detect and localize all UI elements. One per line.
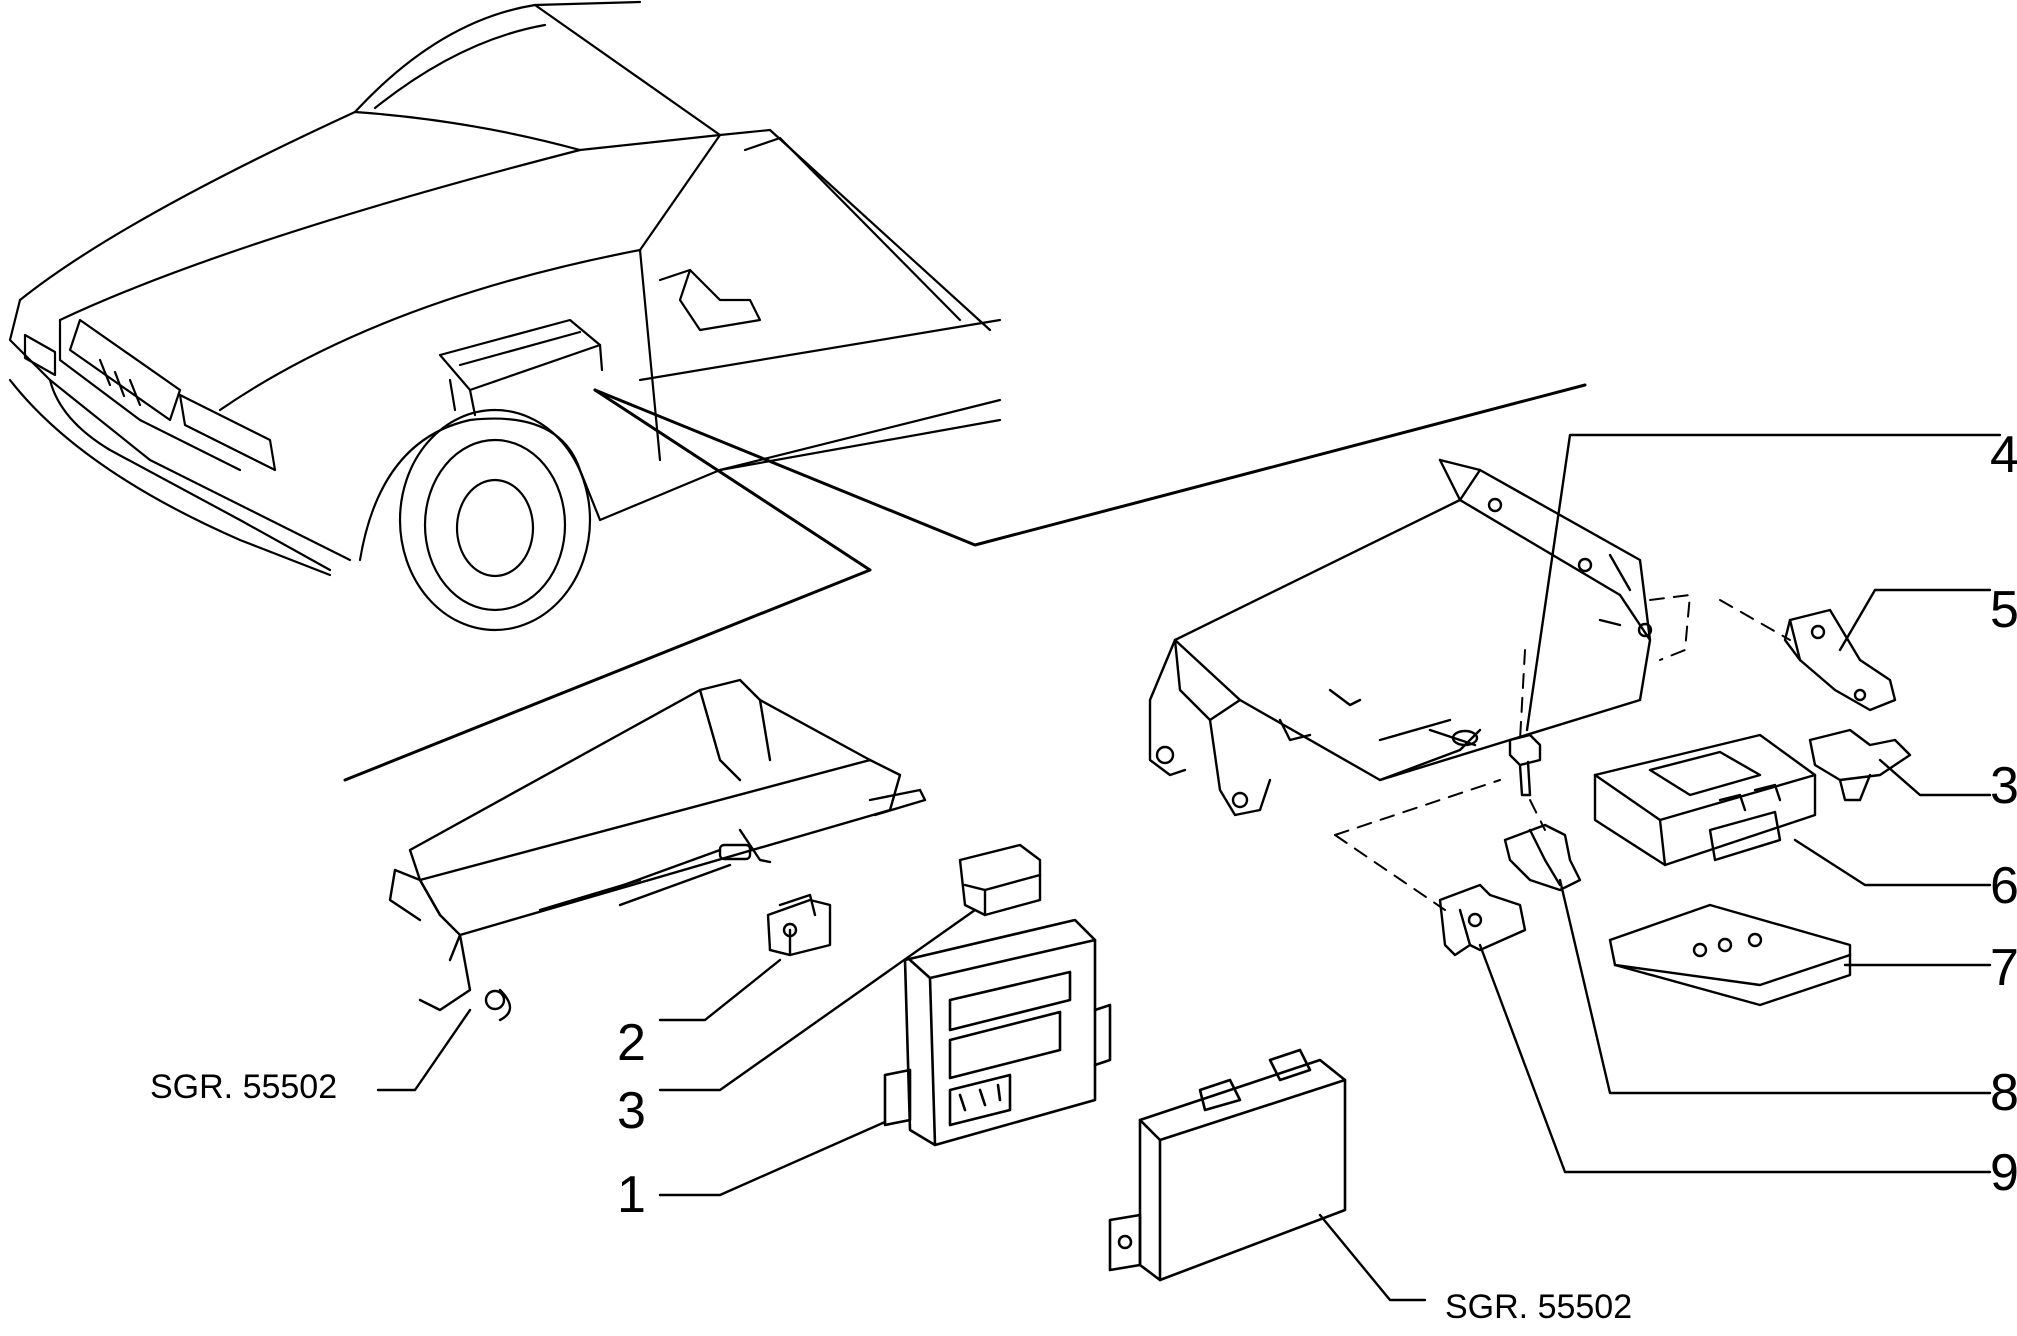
- bracket-part-5: [1783, 608, 1897, 712]
- reference-sgr-bottom: SGR. 55502: [1445, 1288, 1632, 1326]
- callout-2: 2: [617, 1014, 646, 1072]
- callout-4: 4: [1990, 426, 2017, 484]
- reference-sgr-left: SGR. 55502: [150, 1068, 337, 1106]
- bracket-part-8: [1503, 823, 1582, 892]
- detail-pointer-lines: [343, 383, 1587, 782]
- ecu-control-unit: [883, 918, 1112, 1147]
- car-illustration: [8, 0, 1002, 632]
- callout-leader-lines: [376, 433, 2002, 1302]
- plate-part-7: [1608, 903, 1852, 1007]
- bolt-part-4: [1508, 733, 1542, 797]
- callout-3-right: 3: [1990, 757, 2017, 815]
- callout-6: 6: [1990, 857, 2017, 915]
- bracket-part-9: [1438, 883, 1527, 957]
- ecu-cover: [1108, 1048, 1347, 1282]
- callout-5: 5: [1990, 581, 2017, 639]
- callout-7: 7: [1990, 939, 2017, 997]
- clip-part-2: [766, 893, 832, 957]
- module-part-6: [1593, 733, 1817, 867]
- clip-part-3-right: [1808, 728, 1912, 802]
- ecu-support-bracket-left: [388, 678, 927, 1022]
- assembly-dashed-lines: [1334, 594, 1791, 911]
- clip-part-3: [958, 843, 1042, 917]
- ecu-support-bracket-right: [1148, 458, 1653, 817]
- callout-3-left: 3: [617, 1082, 646, 1140]
- callout-8: 8: [1990, 1064, 2017, 1122]
- callout-9: 9: [1990, 1144, 2017, 1202]
- callout-1: 1: [617, 1166, 646, 1224]
